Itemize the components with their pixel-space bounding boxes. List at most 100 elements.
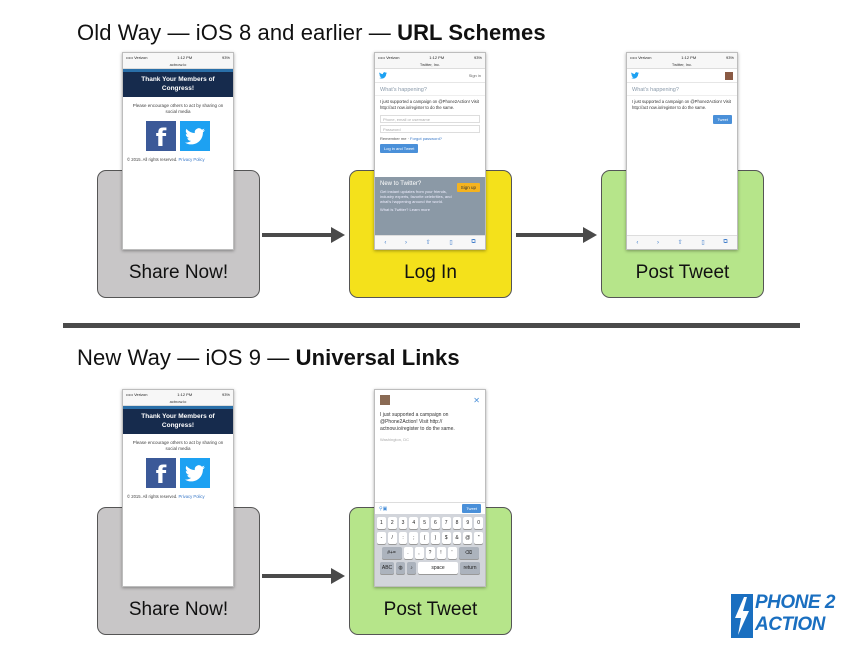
key[interactable]: 8 — [452, 517, 462, 529]
more-symbols-key[interactable]: #+= — [381, 547, 402, 559]
time-text: 1:12 PM — [429, 55, 445, 60]
key[interactable]: 6 — [431, 517, 440, 529]
copyright-text: © 2015. All rights reserved. — [127, 494, 178, 499]
microphone-icon[interactable]: ♪ — [407, 562, 416, 574]
key[interactable]: ( — [420, 532, 429, 544]
tweet-text[interactable]: I just supported a campaign on @Phone2Ac… — [632, 99, 731, 110]
battery-text: 93% — [725, 55, 734, 60]
key[interactable]: ; — [409, 532, 419, 544]
key[interactable]: - — [377, 532, 386, 544]
new-way-heading: New Way — iOS 9 — Universal Links — [77, 345, 460, 371]
key[interactable]: 9 — [463, 517, 473, 529]
back-icon[interactable]: ‹ — [384, 239, 387, 246]
avatar[interactable] — [725, 71, 733, 80]
key[interactable]: ) — [431, 532, 440, 544]
old-way-heading-bold: URL Schemes — [397, 20, 546, 45]
twitter-bird-icon — [379, 72, 387, 79]
key[interactable]: . — [403, 547, 413, 559]
key[interactable]: , — [414, 547, 424, 559]
key[interactable]: ! — [436, 547, 446, 559]
key[interactable]: / — [387, 532, 397, 544]
logo-line-2: ACTION — [755, 614, 825, 635]
sign-up-button[interactable]: Sign up — [456, 183, 480, 192]
key[interactable]: & — [452, 532, 462, 544]
location-pin-icon[interactable]: ⚲ — [379, 505, 383, 512]
delete-key[interactable]: ⌫ — [458, 547, 479, 559]
key[interactable]: $ — [441, 532, 451, 544]
keyboard-row-punct: #+= . , ? ! ' ⌫ — [377, 547, 483, 559]
carrier-text: ••••• Verizon — [630, 55, 652, 60]
back-icon[interactable]: ‹ — [636, 239, 639, 246]
facebook-share-button[interactable]: f — [146, 121, 176, 152]
twitter-bird-icon — [185, 464, 205, 481]
battery-text: 93% — [221, 392, 230, 397]
facebook-share-button[interactable]: f — [146, 458, 176, 489]
login-and-tweet-button[interactable]: Log in and Tweet — [380, 144, 419, 153]
privacy-policy-link[interactable]: Privacy Policy — [178, 494, 205, 499]
tweet-button[interactable]: Tweet — [462, 504, 481, 513]
return-key[interactable]: return — [460, 562, 480, 574]
share-icon[interactable]: ⇧ — [425, 240, 431, 246]
key[interactable]: 1 — [377, 517, 386, 529]
what-is-twitter-link[interactable]: What is Twitter? Learn more — [380, 206, 430, 212]
bookmarks-icon[interactable]: ▯ — [449, 240, 453, 246]
whats-happening-label: What's happening? — [627, 83, 737, 96]
old-step-post-label: Post Tweet — [635, 262, 730, 283]
tabs-icon[interactable]: ⧉ — [723, 239, 728, 245]
old-step-share-label: Share Now! — [128, 262, 229, 283]
twitter-share-button[interactable] — [180, 458, 210, 488]
key[interactable]: 5 — [420, 517, 429, 529]
new-to-twitter-title: New to Twitter? — [380, 181, 422, 187]
key[interactable]: 4 — [409, 517, 419, 529]
sign-in-link[interactable]: Sign in — [468, 73, 481, 78]
new-way-heading-prefix: New Way — iOS 9 — — [77, 345, 296, 370]
old-post-screen: ••••• Verizon 1:12 PM 93% Twitter, Inc. Wh… — [626, 52, 738, 250]
url-bar[interactable]: Twitter, Inc. — [627, 62, 737, 69]
copyright-line: © 2015. All rights reserved. Privacy Pol… — [123, 488, 233, 499]
lightning-bolt-icon — [731, 594, 753, 638]
tweet-text[interactable]: I just supported a campaign on @Phone2Ac… — [380, 99, 479, 110]
forgot-password-link[interactable]: Forgot password? — [410, 136, 443, 141]
camera-icon[interactable]: ▣ — [382, 505, 388, 512]
location-text[interactable]: Washington, DC — [380, 437, 409, 442]
key[interactable]: 3 — [398, 517, 408, 529]
share-icon[interactable]: ⇧ — [677, 240, 683, 246]
twitter-header: Sign in — [375, 69, 485, 83]
url-bar[interactable]: actnow.io — [123, 399, 233, 406]
keyboard-row-bottom: ABC ◍ ♪ space return — [377, 562, 483, 574]
new-to-twitter-text: Get instant updates from your friends, i… — [380, 189, 452, 205]
key[interactable]: ' — [447, 547, 457, 559]
key[interactable]: 2 — [387, 517, 397, 529]
privacy-policy-link[interactable]: Privacy Policy — [178, 157, 205, 162]
bookmarks-icon[interactable]: ▯ — [701, 240, 705, 246]
username-field[interactable]: Phone, email or username — [380, 115, 480, 123]
close-icon[interactable]: ✕ — [473, 395, 480, 405]
remember-me-checkbox[interactable]: Remember me — [380, 136, 407, 141]
space-key[interactable]: space — [418, 562, 458, 574]
abc-key[interactable]: ABC — [380, 562, 394, 574]
key[interactable]: : — [398, 532, 408, 544]
password-field[interactable]: Password — [380, 125, 480, 133]
url-bar[interactable]: actnow.io — [123, 62, 233, 69]
tabs-icon[interactable]: ⧉ — [471, 239, 476, 245]
time-text: 1:12 PM — [681, 55, 697, 60]
keyboard-row-numbers: 1 2 3 4 5 6 7 8 9 0 — [377, 517, 483, 529]
login-button-row: Log in and Tweet — [375, 142, 485, 155]
forward-icon[interactable]: › — [405, 239, 407, 246]
compose-tweet-text[interactable]: I just supported a campaign on @Phone2Ac… — [380, 412, 455, 432]
url-bar[interactable]: Twitter, Inc. — [375, 62, 485, 69]
globe-icon[interactable]: ◍ — [396, 562, 405, 574]
twitter-share-button[interactable] — [180, 121, 210, 151]
browser-toolbar: ‹ › ⇧ ▯ ⧉ — [627, 235, 737, 249]
key[interactable]: " — [474, 532, 483, 544]
key[interactable]: 0 — [474, 517, 483, 529]
key[interactable]: @ — [463, 532, 473, 544]
avatar — [380, 395, 390, 405]
key[interactable]: ? — [425, 547, 435, 559]
tweet-button[interactable]: Tweet — [713, 115, 732, 124]
key[interactable]: 7 — [441, 517, 451, 529]
battery-text: 93% — [473, 55, 482, 60]
forward-icon[interactable]: › — [657, 239, 659, 246]
